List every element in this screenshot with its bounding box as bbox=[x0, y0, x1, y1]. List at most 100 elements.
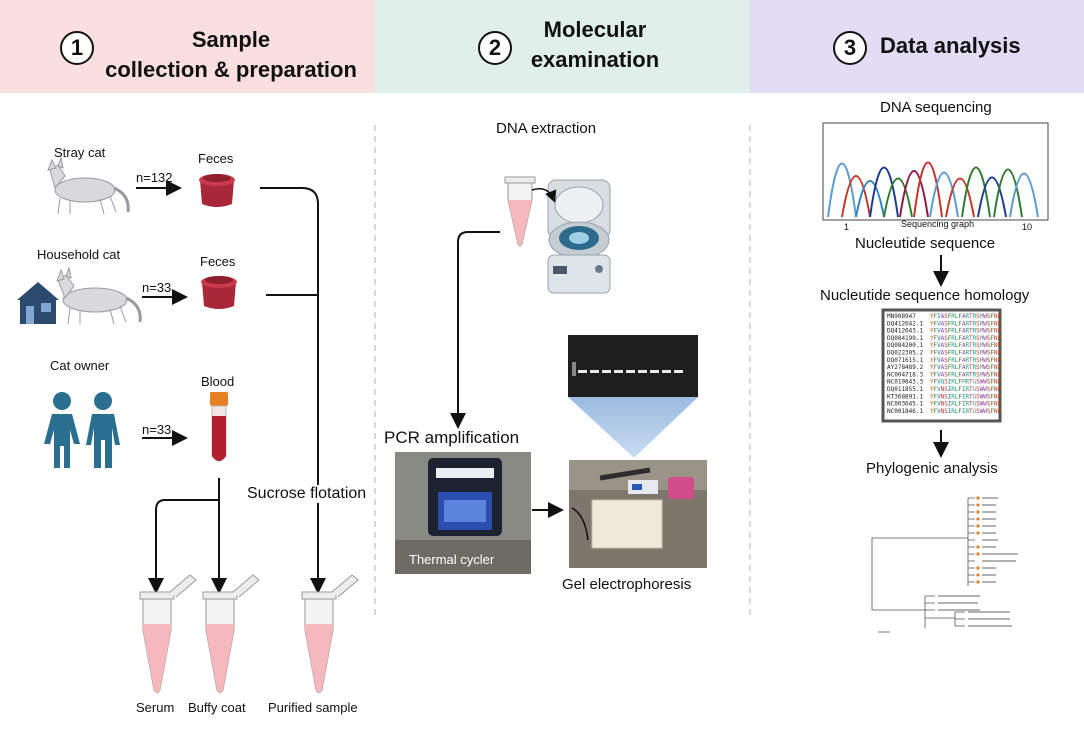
feces-label-1: Feces bbox=[198, 151, 234, 166]
alignment-residue: F bbox=[934, 320, 938, 327]
alignment-residue: M bbox=[980, 371, 984, 378]
alignment-residue: F bbox=[990, 342, 994, 349]
alignment-residue: S bbox=[987, 393, 991, 400]
alignment-residue: S bbox=[987, 350, 991, 357]
alignment-residue: R bbox=[973, 328, 977, 335]
alignment-residue: P bbox=[997, 335, 1001, 342]
sequencing-tick-1: 1 bbox=[844, 222, 850, 232]
alignment-residue: F bbox=[958, 328, 962, 335]
alignment-residue: S bbox=[976, 328, 980, 335]
alignment-residue: I bbox=[948, 401, 952, 408]
step1-number: 1 bbox=[60, 31, 94, 65]
alignment-residue: R bbox=[951, 342, 955, 349]
gel-electrophoresis-label: Gel electrophoresis bbox=[562, 576, 692, 593]
centrifuge-icon bbox=[547, 179, 611, 294]
alignment-residue: L bbox=[955, 379, 959, 386]
alignment-residue: F bbox=[990, 386, 994, 393]
alignment-residue: Y bbox=[930, 350, 934, 357]
alignment-residue: L bbox=[955, 342, 959, 349]
alignment-residue: S bbox=[987, 364, 991, 371]
alignment-residue: P bbox=[997, 393, 1001, 400]
alignment-residue: S bbox=[944, 371, 948, 378]
alignment-residue: F bbox=[948, 328, 952, 335]
alignment-residue: R bbox=[966, 386, 970, 393]
alignment-residue: R bbox=[966, 371, 970, 378]
alignment-residue: N bbox=[994, 313, 998, 320]
alignment-residue: L bbox=[955, 350, 959, 357]
alignment-residue: V bbox=[937, 401, 941, 408]
alignment-residue: P bbox=[997, 328, 1001, 335]
alignment-residue: M bbox=[980, 320, 984, 327]
alignment-residue: T bbox=[969, 379, 973, 386]
alignment-residue: L bbox=[955, 401, 959, 408]
flow-to-serum bbox=[148, 478, 220, 594]
alignment-residue: L bbox=[955, 386, 959, 393]
header-step2 bbox=[375, 0, 750, 93]
alignment-residue: Y bbox=[930, 320, 934, 327]
alignment-residue: R bbox=[966, 350, 970, 357]
feces-container-2 bbox=[201, 276, 237, 309]
alignment-residue: F bbox=[990, 379, 994, 386]
alignment-residue: W bbox=[980, 401, 984, 408]
household-cat-label: Household cat bbox=[37, 247, 121, 262]
alignment-residue: Y bbox=[930, 408, 934, 415]
alignment-residue: Q bbox=[941, 379, 945, 386]
alignment-residue: Y bbox=[930, 313, 934, 320]
alignment-residue: F bbox=[934, 379, 938, 386]
step1-title-line2: collection & preparation bbox=[105, 57, 357, 82]
alignment-residue: W bbox=[983, 393, 987, 400]
alignment-residue: F bbox=[958, 401, 962, 408]
alignment-residue: W bbox=[980, 393, 984, 400]
alignment-residue: T bbox=[969, 342, 973, 349]
alignment-residue: F bbox=[958, 379, 962, 386]
alignment-residue: S bbox=[987, 342, 991, 349]
alignment-residue: V bbox=[937, 364, 941, 371]
alignment-residue: S bbox=[987, 401, 991, 408]
alignment-residue: V bbox=[937, 371, 941, 378]
alignment-residue: S bbox=[987, 335, 991, 342]
blood-tube-icon bbox=[210, 392, 228, 462]
alignment-residue: S bbox=[976, 393, 980, 400]
alignment-residue: R bbox=[951, 313, 955, 320]
alignment-residue: W bbox=[983, 401, 987, 408]
thermal-cycler-label: Thermal cycler bbox=[409, 552, 495, 567]
alignment-residue: S bbox=[987, 313, 991, 320]
alignment-residue: F bbox=[948, 371, 952, 378]
alignment-residue: T bbox=[969, 313, 973, 320]
alignment-residue: Y bbox=[930, 386, 934, 393]
sequencing-graph bbox=[822, 122, 1049, 221]
alignment-residue: M bbox=[980, 364, 984, 371]
sucrose-flotation-label: Sucrose flotation bbox=[247, 485, 367, 503]
alignment-residue: R bbox=[973, 371, 977, 378]
alignment-residue: S bbox=[944, 350, 948, 357]
step2-title-line1: Molecular bbox=[543, 17, 647, 42]
gel-image bbox=[568, 335, 698, 397]
alignment-residue: Y bbox=[930, 393, 934, 400]
alignment-residue: A bbox=[941, 328, 945, 335]
alignment-residue: S bbox=[976, 364, 980, 371]
alignment-residue: N bbox=[994, 320, 998, 327]
alignment-residue: F bbox=[958, 342, 962, 349]
step3-title: Data analysis bbox=[880, 33, 1021, 58]
alignment-residue: Y bbox=[930, 371, 934, 378]
alignment-residue: S bbox=[976, 401, 980, 408]
alignment-residue: R bbox=[951, 357, 955, 364]
alignment-residue: T bbox=[969, 364, 973, 371]
alignment-residue: V bbox=[937, 357, 941, 364]
alignment-id: DQ084200.1 bbox=[887, 342, 924, 349]
alignment-residue: L bbox=[955, 393, 959, 400]
buffy-coat-label: Buffy coat bbox=[188, 700, 246, 715]
alignment-residue: A bbox=[962, 357, 966, 364]
arrow-tube-to-centrifuge bbox=[531, 188, 557, 203]
alignment-residue: Y bbox=[930, 379, 934, 386]
flow-feces-to-purified bbox=[260, 187, 326, 594]
alignment-residue: F bbox=[934, 386, 938, 393]
alignment-residue: R bbox=[951, 408, 955, 415]
alignment-residue: R bbox=[951, 364, 955, 371]
alignment-residue: R bbox=[973, 320, 977, 327]
alignment-residue: F bbox=[934, 371, 938, 378]
alignment-residue: S bbox=[976, 386, 980, 393]
alignment-residue: S bbox=[976, 350, 980, 357]
alignment-residue: F bbox=[934, 335, 938, 342]
alignment-residue: L bbox=[955, 320, 959, 327]
